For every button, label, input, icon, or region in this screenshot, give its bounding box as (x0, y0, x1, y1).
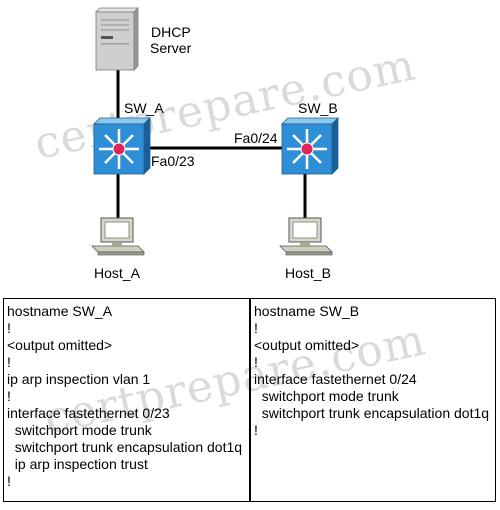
config-box-sw-a: hostname SW_A ! <output omitted> ! ip ar… (3, 298, 250, 502)
config-line: ! (7, 473, 11, 489)
config-line: <output omitted> (254, 337, 360, 353)
config-line: switchport mode trunk (254, 388, 399, 404)
config-line: interface fastethernet 0/23 (7, 405, 170, 421)
config-box-sw-b: hostname SW_B ! <output omitted> ! inter… (250, 298, 496, 502)
config-line: ! (7, 320, 11, 336)
server-label-line2: Server (150, 40, 192, 56)
config-line: ip arp inspection vlan 1 (7, 371, 151, 387)
config-line: ! (7, 354, 11, 370)
config-line: <output omitted> (7, 337, 113, 353)
host-a-label: Host_A (94, 265, 140, 281)
server-icon (95, 7, 139, 71)
switch-a-label: SW_A (124, 100, 164, 116)
config-line: ! (7, 388, 11, 404)
config-line: ip arp inspection trust (7, 456, 148, 472)
config-line: switchport mode trunk (7, 422, 152, 438)
host-a-icon (91, 217, 145, 256)
config-line: ! (254, 354, 258, 370)
config-line: switchport trunk encapsulation dot1q (254, 405, 490, 421)
server-label-line1: DHCP (151, 24, 191, 40)
config-line: interface fastethernet 0/24 (254, 371, 417, 387)
config-line: hostname SW_A (7, 303, 113, 319)
config-line: ! (254, 422, 258, 438)
host-b-icon (279, 217, 333, 256)
switch-b-label: SW_B (298, 100, 338, 116)
config-lines-sw-a: hostname SW_A ! <output omitted> ! ip ar… (7, 303, 242, 490)
switch-a-icon (93, 117, 151, 175)
config-line: ! (254, 320, 258, 336)
config-line: switchport trunk encapsulation dot1q (7, 439, 243, 455)
config-line: hostname SW_B (254, 303, 360, 319)
host-b-label: Host_B (285, 265, 331, 281)
port-a-label: Fa0/23 (151, 153, 195, 169)
config-lines-sw-b: hostname SW_B ! <output omitted> ! inter… (254, 303, 489, 439)
switch-b-icon (281, 117, 339, 175)
port-b-label: Fa0/24 (234, 130, 278, 146)
